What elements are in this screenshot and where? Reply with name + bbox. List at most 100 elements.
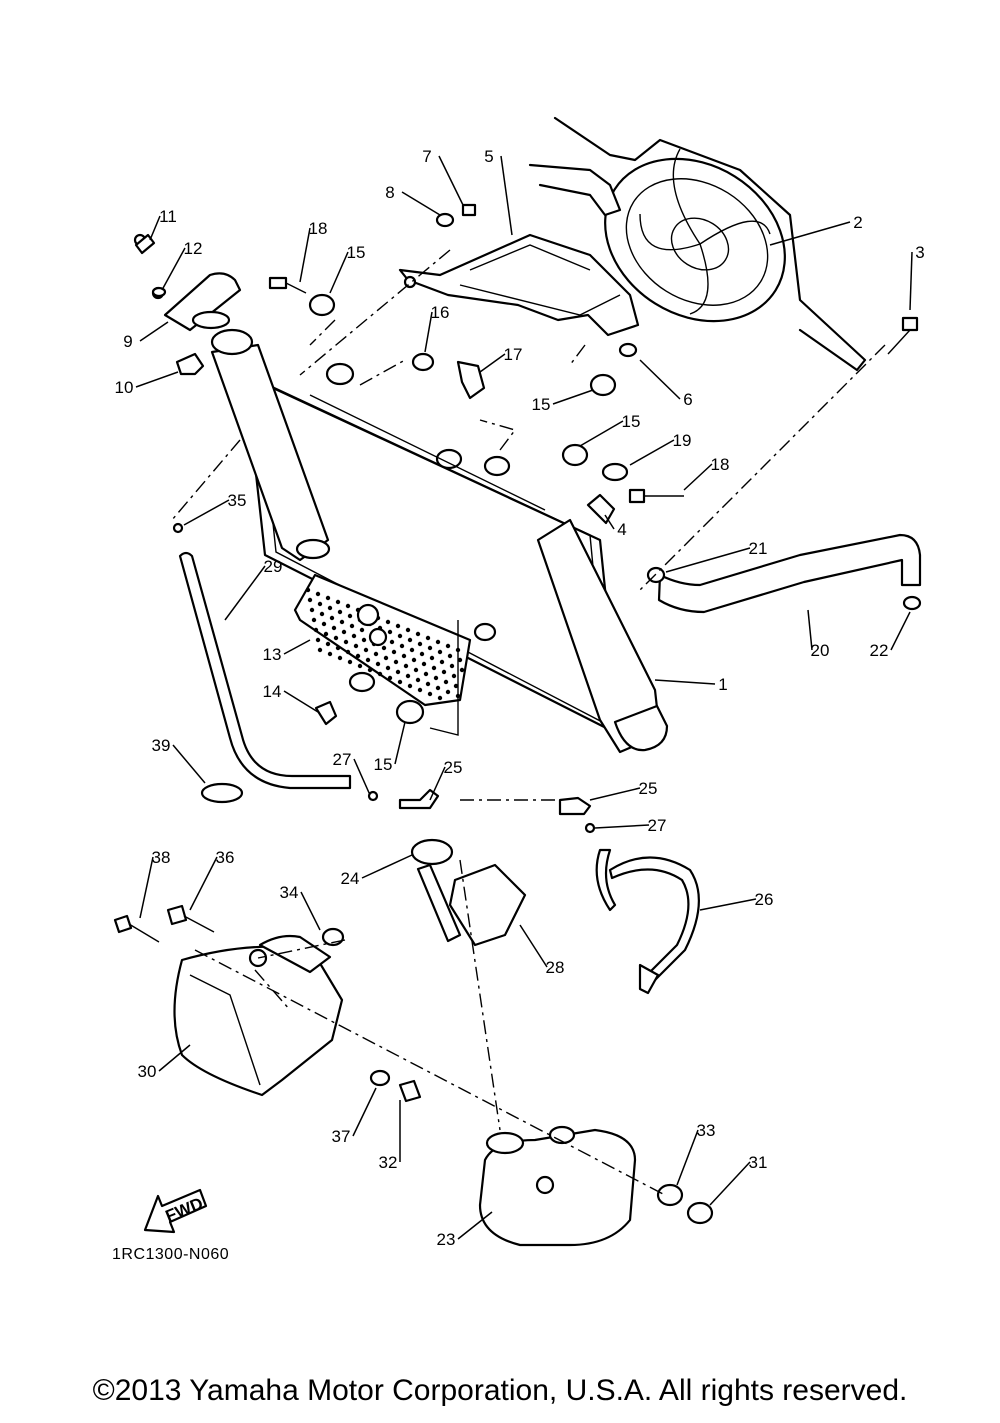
callout-leader-25 — [429, 766, 446, 801]
callout-leader-37 — [352, 1087, 377, 1137]
callout-leader-16 — [424, 311, 433, 353]
callout-label-38: 38 — [152, 848, 171, 867]
callout-leader-3 — [909, 251, 913, 311]
reservoir-tank — [173, 934, 344, 1097]
drawing-code: 1RC1300-N060 — [112, 1246, 230, 1263]
callout-leader-24 — [361, 854, 413, 879]
reservoir-tank-lower — [478, 1125, 637, 1247]
callout-label-15: 15 — [347, 243, 366, 262]
hose-25-24 — [398, 788, 592, 943]
callout-leader-15 — [394, 721, 406, 765]
callout-leader-5 — [500, 155, 513, 236]
bracket-28 — [448, 863, 527, 947]
callout-leader-15 — [579, 420, 624, 447]
callout-label-15: 15 — [532, 395, 551, 414]
callout-leader-31 — [709, 1161, 751, 1206]
callout-label-15: 15 — [622, 412, 641, 431]
callout-leader-33 — [676, 1129, 699, 1186]
callout-label-11: 11 — [159, 207, 177, 226]
callout-label-24: 24 — [341, 869, 360, 888]
callout-label-31: 31 — [749, 1153, 768, 1172]
callout-leader-26 — [699, 898, 757, 911]
callout-label-4: 4 — [617, 520, 626, 539]
fan-assembly — [528, 116, 867, 372]
callout-leader-35 — [183, 499, 230, 526]
callout-label-18: 18 — [309, 219, 328, 238]
callout-label-21: 21 — [749, 539, 768, 558]
callout-leader-9 — [139, 321, 169, 342]
radiator — [210, 328, 669, 754]
callout-leader-8 — [401, 191, 441, 216]
callout-leader-2 — [769, 221, 851, 246]
fan-shroud — [398, 233, 640, 337]
callout-leader-14 — [283, 690, 319, 713]
callout-label-7: 7 — [422, 147, 431, 166]
callout-label-25: 25 — [444, 758, 463, 777]
callout-label-23: 23 — [437, 1230, 456, 1249]
fwd-arrow: FWD — [143, 1188, 208, 1234]
callout-label-32: 32 — [379, 1153, 398, 1172]
callout-leader-25 — [589, 787, 641, 801]
hose-29 — [178, 551, 352, 790]
callout-label-37: 37 — [332, 1127, 351, 1146]
side-cover — [293, 573, 497, 707]
callout-leader-19 — [629, 439, 675, 466]
callout-leader-27 — [353, 758, 371, 796]
callout-label-5: 5 — [484, 147, 493, 166]
callout-leader-12 — [161, 247, 186, 291]
callout-leader-1 — [654, 679, 716, 685]
callout-label-18: 18 — [711, 455, 730, 474]
callout-label-10: 10 — [115, 378, 134, 397]
callout-leader-15 — [329, 251, 349, 294]
callout-label-20: 20 — [811, 641, 830, 660]
callout-leader-13 — [283, 639, 311, 655]
callout-label-27: 27 — [648, 816, 667, 835]
callout-label-6: 6 — [683, 390, 692, 409]
callout-label-22: 22 — [870, 641, 889, 660]
callout-label-36: 36 — [216, 848, 235, 867]
callout-leader-27 — [594, 824, 650, 829]
callout-leader-39 — [172, 744, 206, 784]
callout-leader-21 — [665, 547, 751, 573]
callout-leader-23 — [457, 1211, 493, 1240]
callout-leader-18 — [299, 227, 311, 283]
callout-leader-38 — [139, 856, 154, 919]
callout-label-8: 8 — [385, 183, 394, 202]
callout-leader-34 — [300, 891, 321, 931]
callout-label-1: 1 — [718, 675, 727, 694]
callout-label-2: 2 — [853, 213, 862, 232]
callout-label-30: 30 — [138, 1062, 157, 1081]
callout-label-28: 28 — [546, 958, 565, 977]
callout-label-27: 27 — [333, 750, 352, 769]
callout-label-9: 9 — [123, 332, 132, 351]
callout-leader-10 — [135, 371, 179, 388]
hose-26 — [595, 848, 700, 995]
callout-label-16: 16 — [431, 303, 450, 322]
callout-label-17: 17 — [504, 345, 523, 364]
callouts: 1234567891011121314151515151617181819202… — [115, 147, 925, 1249]
callout-leader-11 — [149, 215, 161, 241]
callout-label-33: 33 — [697, 1121, 716, 1140]
callout-label-26: 26 — [755, 890, 774, 909]
callout-label-15: 15 — [374, 755, 393, 774]
callout-leader-28 — [519, 924, 548, 968]
callout-label-35: 35 — [228, 491, 247, 510]
callout-leader-18 — [683, 463, 713, 491]
callout-leader-17 — [479, 353, 506, 373]
callout-leader-6 — [639, 359, 681, 400]
radiator-parts-diagram: FWD 123456789101112131415151515161718181… — [113, 116, 925, 1249]
hose-20 — [657, 533, 922, 614]
callout-leader-30 — [158, 1044, 191, 1072]
callout-leader-4 — [604, 514, 615, 530]
callout-label-29: 29 — [264, 557, 283, 576]
callout-label-39: 39 — [152, 736, 171, 755]
callout-leader-15 — [552, 389, 594, 405]
callout-leader-29 — [224, 565, 266, 621]
callout-label-14: 14 — [263, 682, 282, 701]
callout-leader-7 — [438, 155, 464, 206]
copyright-notice: ©2013 Yamaha Motor Corporation, U.S.A. A… — [92, 1374, 908, 1407]
callout-label-12: 12 — [184, 239, 203, 258]
callout-label-19: 19 — [673, 431, 692, 450]
fwd-label: FWD — [163, 1194, 206, 1226]
callout-label-3: 3 — [915, 243, 924, 262]
